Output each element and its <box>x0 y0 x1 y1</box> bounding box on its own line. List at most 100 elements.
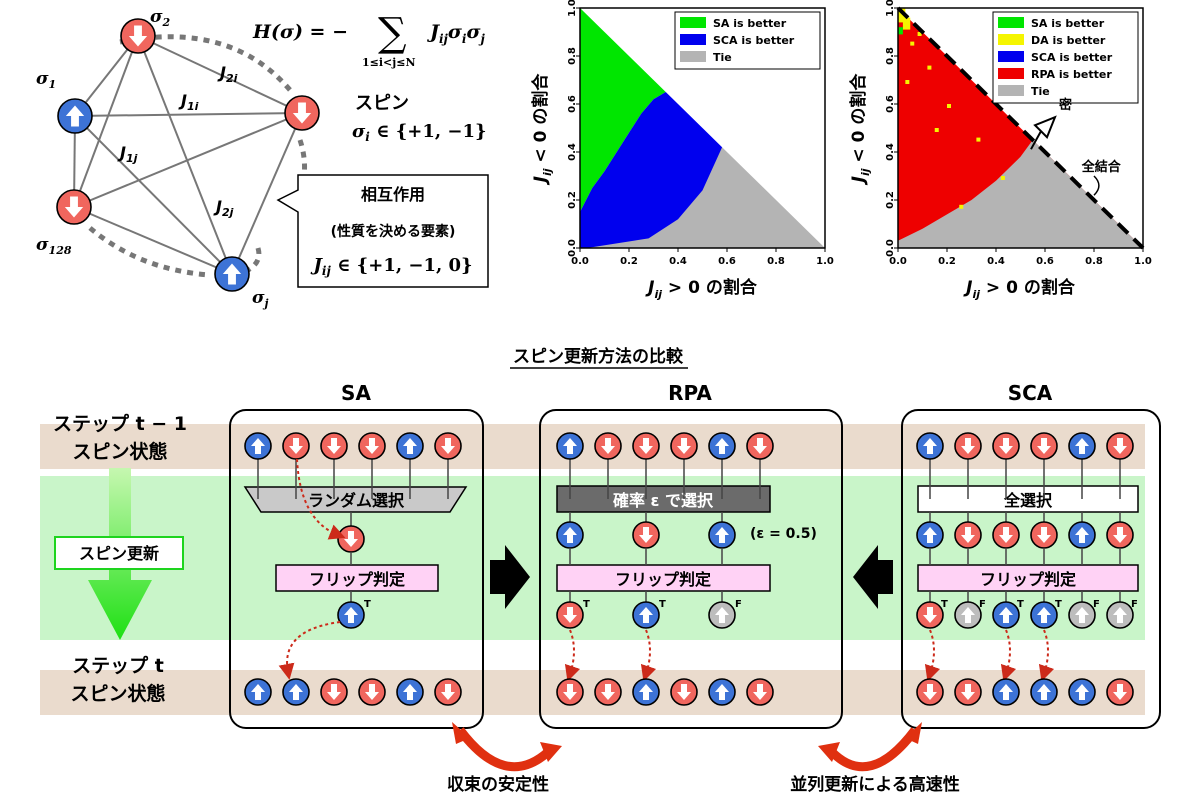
row-label-step-2: スピン状態 <box>70 682 165 705</box>
sca-selected-spin-down-icon <box>1030 521 1058 549</box>
sa-bottom-spin-down-icon <box>434 678 462 706</box>
sa-selected-spin-down-icon <box>337 525 365 553</box>
flag-label: T <box>1017 599 1024 610</box>
y-tick-label: 0.0 <box>567 239 578 257</box>
y-tick-label: 0.2 <box>567 191 578 209</box>
y-tick-label: 0.8 <box>885 47 896 65</box>
panel-sca <box>901 409 1161 729</box>
region-tie <box>898 140 1143 248</box>
update-label-box <box>54 536 184 570</box>
svg-text:H(σ) = −: H(σ) = − <box>252 21 348 43</box>
x-tick-label: 0.2 <box>620 256 638 267</box>
annotation-full-connection: 全結合 <box>1081 159 1122 175</box>
sca-top-spin-down-icon <box>1030 432 1058 460</box>
sa-top-spin-down-icon <box>282 432 310 460</box>
x-tick-label: 1.0 <box>816 256 834 267</box>
sa-top-spin-down-icon <box>320 432 348 460</box>
row-label-step-prev-1: ステップ t − 1 <box>53 412 187 435</box>
sca-result-spin-down-icon <box>916 601 944 629</box>
y-tick-label: 0.4 <box>885 143 896 161</box>
flag-label: T <box>659 599 666 610</box>
sa-update-arrow-icon <box>278 621 341 680</box>
sum-symbol: ∑ <box>378 10 407 56</box>
rpa-flip-label: フリップ判定 <box>615 570 711 589</box>
sca-select-bar <box>917 485 1139 513</box>
panel-sa <box>229 409 484 729</box>
rpa-bottom-spin-down-icon <box>670 678 698 706</box>
sa-top-spin-up-icon <box>396 432 424 460</box>
sca-bottom-spin-down-icon <box>954 678 982 706</box>
legend-entry: Tie <box>1031 85 1050 98</box>
flag-label: F <box>979 599 986 610</box>
legend-swatch <box>998 34 1024 45</box>
edge-label-J2j: J2j <box>213 197 234 219</box>
sa-top-spin-down-icon <box>358 432 386 460</box>
sca-selected-spin-up-icon <box>916 521 944 549</box>
edge-label-J2i: J2i <box>217 63 238 85</box>
rpa-bottom-spin-up-icon <box>708 678 736 706</box>
x-tick-label: 0.6 <box>718 256 736 267</box>
sa-bottom-spin-up-icon <box>396 678 424 706</box>
y-tick-label: 0.4 <box>567 143 578 161</box>
compare-title: スピン更新方法の比較 <box>513 346 684 367</box>
stability-label: 収束の安定性 <box>447 774 549 795</box>
hamiltonian-formula: H(σ) = − ∑ 1≤i<j≤N Jijσiσj <box>252 10 486 69</box>
legend-entry: SCA is better <box>1031 51 1113 64</box>
flag-label: T <box>941 599 948 610</box>
y-axis-label: Jij < 0 の割合 <box>530 73 554 186</box>
sca-selected-spin-down-icon <box>1106 521 1134 549</box>
sum-term: Jijσiσj <box>427 21 486 46</box>
sca-bottom-spin-up-icon <box>1068 678 1096 706</box>
sca-bottom-spin-up-icon <box>992 678 1020 706</box>
flag-label: F <box>1093 599 1100 610</box>
x-tick-label: 0.8 <box>767 256 785 267</box>
x-tick-label: 0.8 <box>1085 256 1103 267</box>
interaction-callout: 相互作用 (性質を決める要素) Jij ∈ {+1, −1, 0} <box>276 174 489 288</box>
sa-bottom-spin-up-icon <box>244 678 272 706</box>
svg-text:相互作用: 相互作用 <box>361 185 425 204</box>
rpa-result-spin-gray-icon <box>708 601 736 629</box>
y-tick-label: 1.0 <box>885 0 896 17</box>
method-name-sca: SCA <box>1008 381 1053 405</box>
rpa-select-label: 確率 ε で選択 <box>613 491 714 510</box>
y-tick-label: 0.2 <box>885 191 896 209</box>
left-arrow-icon <box>853 545 893 609</box>
graph-node-down-icon <box>120 18 156 54</box>
x-axis-label: Jij > 0 の割合 <box>963 277 1076 301</box>
legend-swatch <box>680 51 706 62</box>
region-tie <box>587 147 825 248</box>
right-arrow-icon <box>490 545 530 609</box>
region-sa-better <box>898 27 903 35</box>
sca-bottom-spin-down-icon <box>916 678 944 706</box>
rpa-flip-box <box>556 564 771 592</box>
full-connection-line <box>896 6 1145 250</box>
rpa-top-spin-down-icon <box>670 432 698 460</box>
sca-top-spin-down-icon <box>954 432 982 460</box>
rpa-select-bar <box>556 485 771 513</box>
node-label-sigma128: σ128 <box>36 235 72 257</box>
sca-result-spin-gray-icon <box>954 601 982 629</box>
sca-flip-label: フリップ判定 <box>980 570 1076 589</box>
rpa-bottom-spin-down-icon <box>746 678 774 706</box>
y-tick-label: 1.0 <box>567 0 578 17</box>
x-tick-label: 0.6 <box>1036 256 1054 267</box>
sca-selected-spin-up-icon <box>1068 521 1096 549</box>
edge-label-J1i: J1i <box>178 91 199 113</box>
sca-result-spin-gray-icon <box>1106 601 1134 629</box>
legend-swatch <box>680 34 706 45</box>
row-label-update: スピン更新 <box>79 544 159 563</box>
y-axis-label: Jij < 0 の割合 <box>848 73 872 186</box>
x-tick-label: 1.0 <box>1134 256 1152 267</box>
sca-top-spin-up-icon <box>916 432 944 460</box>
flag-label: T <box>1055 599 1062 610</box>
rpa-result-spin-up-icon <box>632 601 660 629</box>
x-tick-label: 0.4 <box>669 256 687 267</box>
y-tick-label: 0.8 <box>567 47 578 65</box>
rpa-selected-spin-up-icon <box>556 521 584 549</box>
sca-result-spin-gray-icon <box>1068 601 1096 629</box>
legend-entry: SA is better <box>713 17 787 30</box>
sca-top-spin-down-icon <box>992 432 1020 460</box>
